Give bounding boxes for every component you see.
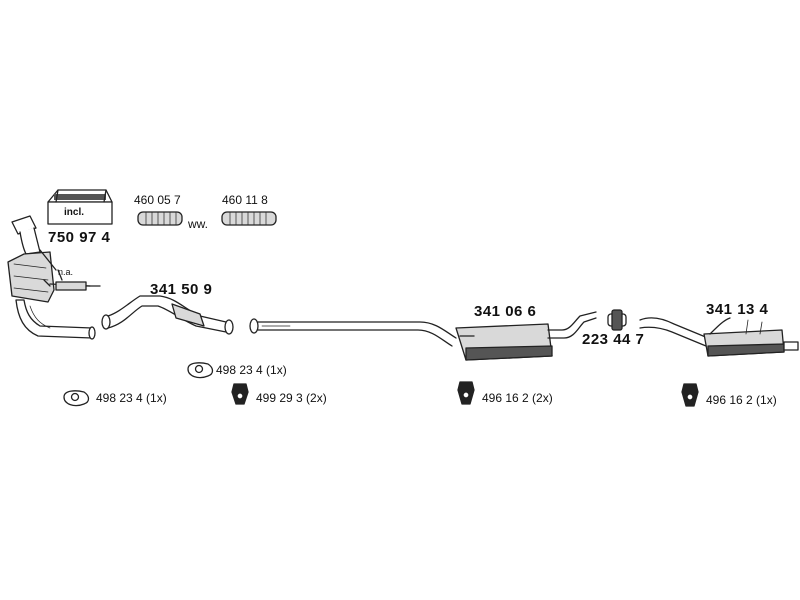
hanger-rear-label: 496 16 2 (1x) [706,393,777,407]
exhaust-pipe-icon [249,318,457,347]
gasket-lower-label: 498 23 4 (1x) [96,391,167,405]
gasket-upper-label: 498 23 4 (1x) [216,363,287,377]
flex-pipe-1-part-number: 460 05 7 [134,193,181,207]
flex-pipe-2-part-number: 460 11 8 [222,193,268,207]
incl-label: incl. [64,207,85,218]
gasket-icon [187,362,214,379]
rear-silencer-part-number: 341 13 4 [706,301,769,318]
rubber-hanger-icon [231,383,249,405]
hanger-middle-label: 496 16 2 (2x) [482,391,553,405]
ww-label: ww. [188,217,209,231]
hanger-front-label: 499 29 3 (2x) [256,391,327,405]
clamp-icon [607,309,627,331]
gasket-icon [63,390,90,407]
exhaust-pipe-icon [101,295,234,335]
rubber-hanger-icon [681,383,699,407]
clamp-part-number: 223 44 7 [582,331,645,348]
silencer-icon [703,317,799,357]
flexible-pipe-icon [137,211,277,226]
cat-kit-part-number: 750 97 4 [48,229,111,246]
na-label: n.a. [58,267,74,277]
rubber-hanger-icon [457,381,475,405]
catalytic-converter-icon [7,215,96,340]
middle-silencer-part-number: 341 06 6 [474,303,537,320]
lambda-sensor-icon [39,249,101,291]
kit-box-icon [47,189,113,225]
silencer-icon [455,311,597,361]
front-pipe-part-number: 341 50 9 [150,281,213,298]
exhaust-pipe-icon [639,317,709,347]
